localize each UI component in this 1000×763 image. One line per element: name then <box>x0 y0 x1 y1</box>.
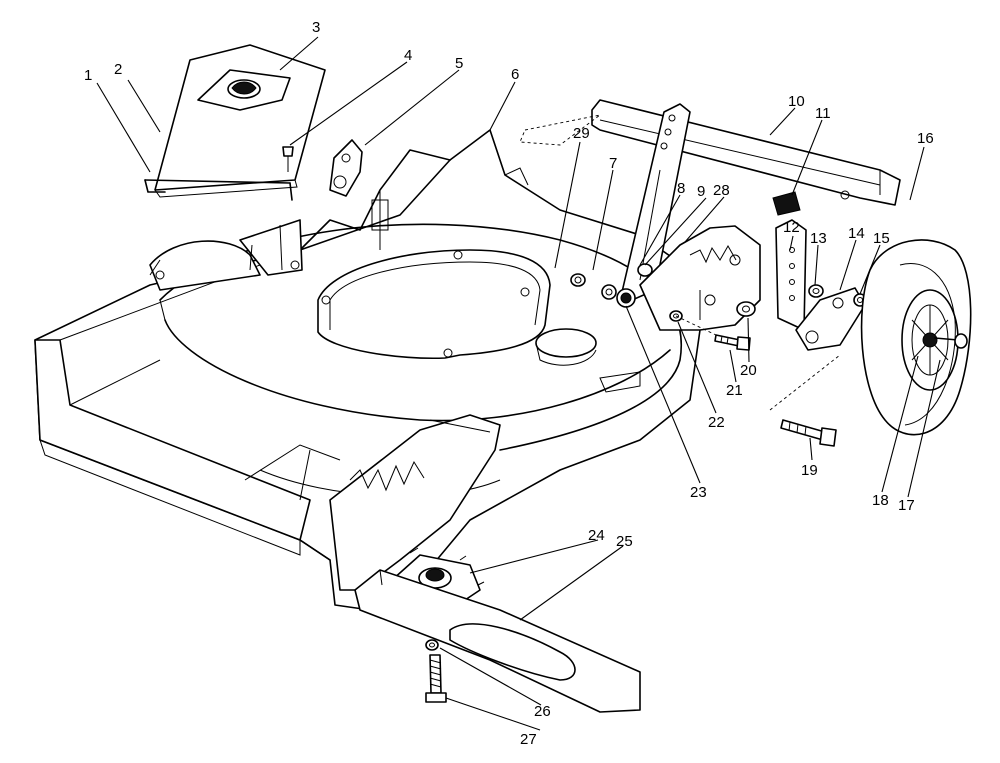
axle-bolt <box>934 333 968 349</box>
callout-20: 20 <box>740 362 757 379</box>
callout-10: 10 <box>788 93 805 110</box>
callout-14: 14 <box>848 225 865 242</box>
callout-25: 25 <box>616 533 633 550</box>
callout-1: 1 <box>84 67 92 84</box>
bracket-plate <box>329 139 363 197</box>
callout-4: 4 <box>404 47 412 64</box>
callout-3: 3 <box>312 19 320 36</box>
assembly-guides <box>519 114 841 411</box>
nut <box>570 273 586 287</box>
callout-6: 6 <box>511 66 519 83</box>
side-bracket <box>639 225 761 331</box>
clip <box>772 191 801 216</box>
washer <box>601 284 617 300</box>
callout-29: 29 <box>573 125 590 142</box>
callout-17: 17 <box>898 497 915 514</box>
callout-5: 5 <box>455 55 463 72</box>
callout-21: 21 <box>726 382 743 399</box>
rear-flap <box>154 44 326 198</box>
bolt <box>714 334 751 351</box>
callout-23: 23 <box>690 484 707 501</box>
callout-16: 16 <box>917 130 934 147</box>
callout-15: 15 <box>873 230 890 247</box>
callout-28: 28 <box>713 182 730 199</box>
callout-labels: 1 2 3 4 5 6 7 8 9 10 11 12 13 14 15 16 1… <box>84 19 934 748</box>
height-plate <box>775 219 807 331</box>
lock-washer <box>425 639 439 651</box>
callout-18: 18 <box>872 492 889 509</box>
front-baffle <box>329 414 501 591</box>
screw <box>282 146 294 172</box>
callout-8: 8 <box>677 180 685 197</box>
callout-7: 7 <box>609 155 617 172</box>
hinge-rod <box>144 179 293 201</box>
bushing <box>616 288 636 308</box>
washer <box>736 301 756 317</box>
bolt <box>637 263 653 277</box>
nut <box>808 284 824 298</box>
callout-13: 13 <box>810 230 827 247</box>
blade <box>354 569 641 713</box>
wheel <box>860 239 972 436</box>
callout-27: 27 <box>520 731 537 748</box>
chute-bracket <box>155 219 303 280</box>
callout-22: 22 <box>708 414 725 431</box>
blade-bolt <box>425 654 447 703</box>
callout-9: 9 <box>697 183 705 200</box>
callout-12: 12 <box>783 219 800 236</box>
mower-deck <box>34 129 701 611</box>
callout-19: 19 <box>801 462 818 479</box>
leader-lines <box>96 36 941 731</box>
rear-rod <box>591 99 901 206</box>
callout-24: 24 <box>588 527 605 544</box>
callout-11: 11 <box>815 105 831 122</box>
callout-26: 26 <box>534 703 551 720</box>
bolt <box>780 419 837 447</box>
callout-2: 2 <box>114 61 122 78</box>
